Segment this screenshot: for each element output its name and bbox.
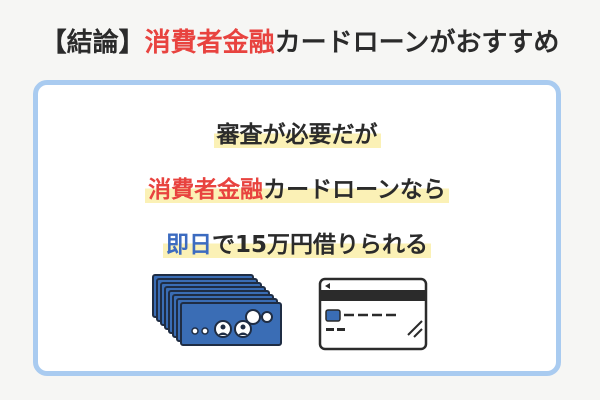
panel-line-1: 審査が必要だが [38, 115, 556, 149]
banknote-detail [201, 327, 209, 335]
illustration [152, 274, 428, 351]
banknote-portrait [218, 332, 228, 335]
banknote-portrait [220, 324, 226, 330]
title-rest: カードローンがおすすめ [274, 28, 560, 58]
panel-line-2-highlight: 消費者金融カードローンなら [145, 177, 449, 203]
conclusion-panel: 審査が必要だが 消費者金融カードローンなら 即日で15万円借りられる [33, 80, 561, 376]
credit-card-icon [318, 277, 428, 351]
panel-line-2: 消費者金融カードローンなら [38, 170, 556, 204]
title-bracket-label: 【結論】 [40, 28, 145, 58]
panel-line-3: 即日で15万円借りられる [38, 225, 556, 259]
banknote-detail [191, 327, 199, 335]
panel-line-1-text: 審査が必要だが [213, 122, 381, 148]
panel-line-3-accent: 即日 [165, 232, 212, 258]
page-title: 【結論】消費者金融カードローンがおすすめ [0, 22, 600, 59]
banknote-detail [261, 311, 273, 323]
panel-line-3-rest: で15万円借りられる [211, 232, 428, 258]
title-accent: 消費者金融 [144, 28, 275, 58]
banknote-stack-icon [152, 274, 282, 346]
panel-line-2-rest: カードローンなら [263, 177, 446, 203]
panel-line-2-accent: 消費者金融 [148, 177, 264, 203]
banknote-portrait [238, 332, 248, 335]
banknote-portrait [240, 324, 246, 330]
banknote-detail [245, 309, 261, 325]
panel-line-3-highlight: 即日で15万円借りられる [162, 232, 431, 258]
banknote [180, 302, 282, 346]
